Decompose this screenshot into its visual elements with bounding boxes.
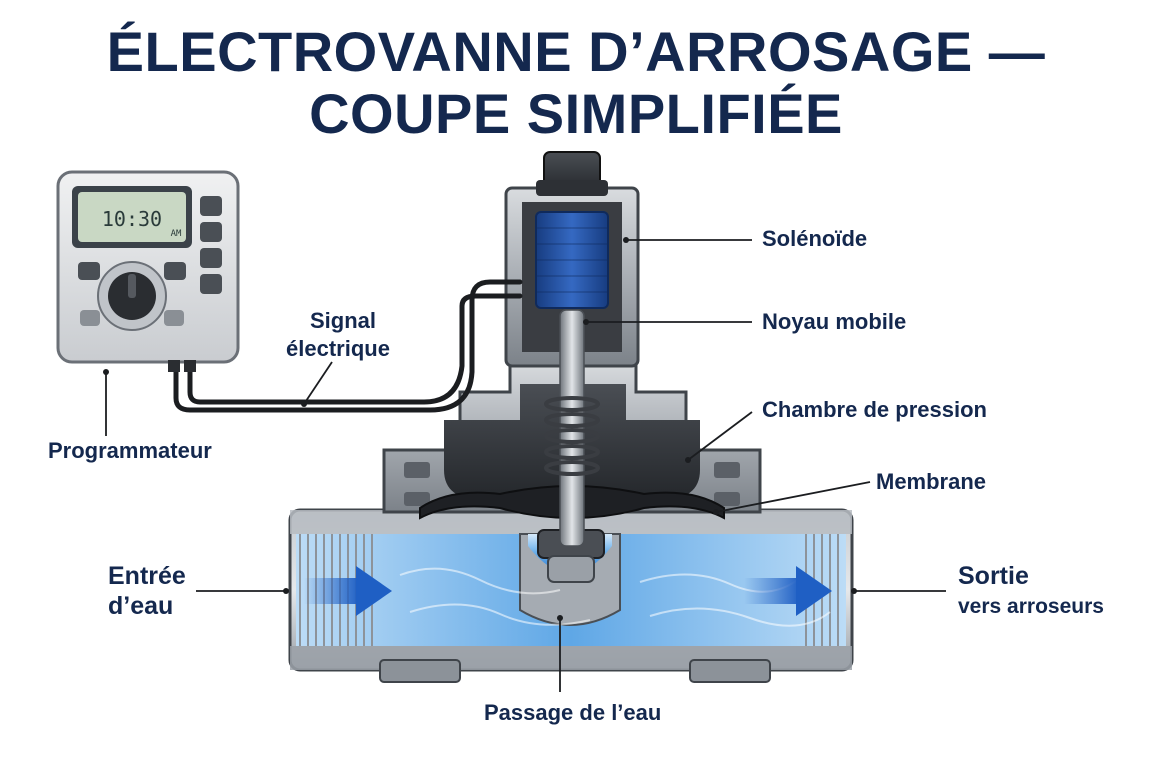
flow-arrow-out bbox=[744, 566, 832, 616]
flow-arrow-in bbox=[304, 566, 392, 616]
label-signal-2: électrique bbox=[286, 336, 390, 361]
label-inlet-1: Entrée bbox=[108, 562, 186, 590]
leader-chamber bbox=[687, 411, 753, 461]
signal-wire bbox=[173, 279, 523, 413]
controller-time: 10:30 bbox=[102, 207, 162, 231]
label-signal-1: Signal bbox=[310, 308, 377, 333]
label-membrane: Membrane bbox=[876, 469, 987, 494]
label-solenoid: Solénoïde bbox=[762, 226, 868, 251]
title-line-1: ÉLECTROVANNE D’ARROSAGE — bbox=[106, 20, 1046, 83]
label-outlet-2: vers arroseurs bbox=[958, 595, 1104, 618]
label-flow: Passage de l’eau bbox=[484, 700, 662, 725]
leader-lines bbox=[105, 239, 946, 692]
leader-signal bbox=[303, 361, 333, 405]
controller-device: 10:30 AM bbox=[56, 170, 240, 372]
label-outlet-1: Sortie bbox=[958, 562, 1029, 590]
label-inlet-2: d’eau bbox=[108, 592, 174, 620]
label-controller: Programmateur bbox=[48, 438, 212, 463]
moving-core bbox=[544, 309, 600, 547]
label-core: Noyau mobile bbox=[762, 309, 907, 334]
solenoid-cap bbox=[536, 151, 608, 196]
label-chamber: Chambre de pression bbox=[762, 397, 987, 422]
title-line-2: COUPE SIMPLIFIÉE bbox=[309, 82, 843, 145]
leader-membrane bbox=[715, 481, 871, 513]
controller-unit: AM bbox=[171, 229, 182, 239]
